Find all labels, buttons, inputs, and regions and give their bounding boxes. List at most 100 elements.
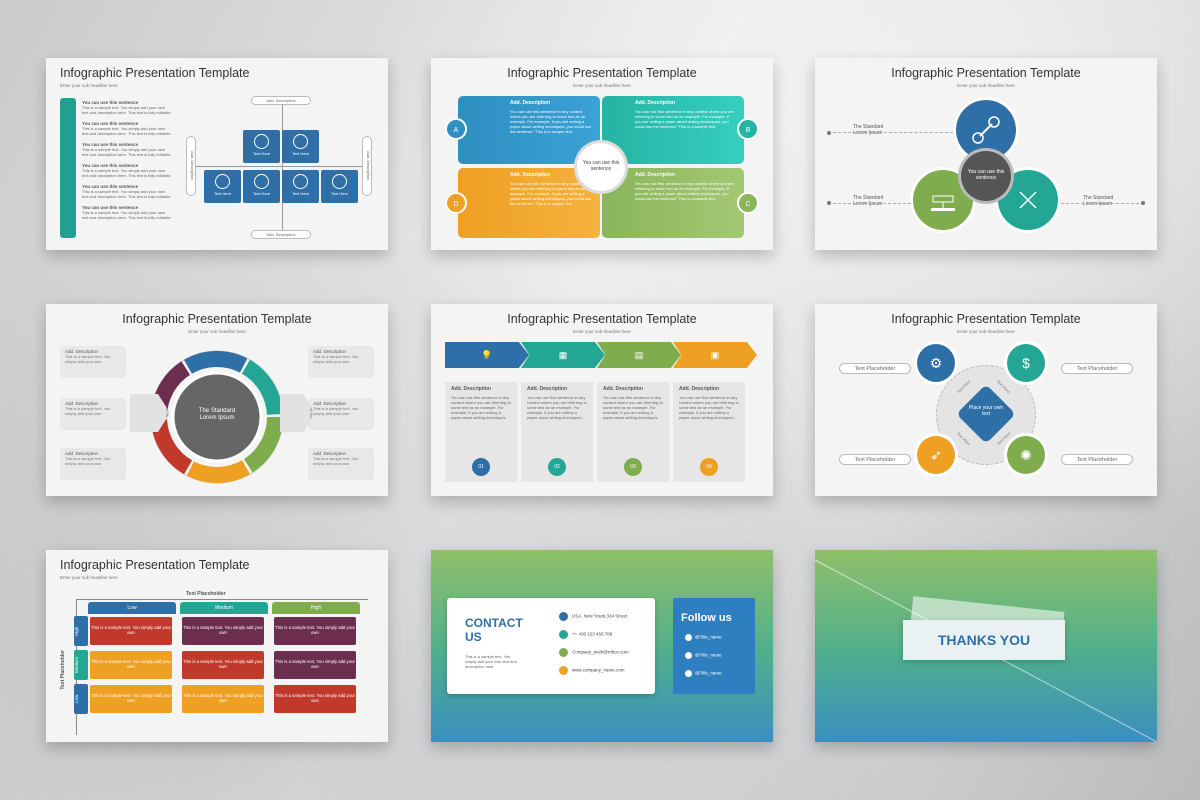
user-icon: [254, 174, 269, 189]
slide-subtitle: Enter your sub headline here: [60, 83, 118, 88]
step-number: 01: [472, 458, 490, 476]
slide-title: Infographic Presentation Template: [60, 66, 250, 80]
matrix-cell[interactable]: This is a sample text. You simply add yo…: [274, 617, 356, 645]
letter-c: C: [737, 192, 759, 214]
slide-2-quadrants[interactable]: Infographic Presentation Template Enter …: [431, 58, 773, 250]
matrix-cell[interactable]: This is a sample text. You simply add yo…: [90, 685, 172, 713]
center-circle: You can use this sentence: [577, 143, 625, 191]
matrix-cell[interactable]: This is a sample text. You simply add yo…: [90, 617, 172, 645]
link-icon: [972, 116, 1000, 144]
text-placeholder-bl[interactable]: Text Placeholder: [839, 454, 911, 465]
user-icon: [254, 134, 269, 149]
network-icon: [931, 195, 955, 211]
row-header-low: Low: [74, 684, 88, 714]
org-box[interactable]: Text Here: [243, 130, 280, 163]
user-icon: [293, 174, 308, 189]
text-placeholder-br[interactable]: Text Placeholder: [1061, 454, 1133, 465]
thanks-text: THANKS YOU: [937, 632, 1031, 648]
briefcase-icon: ▣: [710, 350, 720, 360]
desc-pill-right: Add. Description: [362, 136, 372, 196]
slide-subtitle: Enter your sub headline here: [957, 83, 1015, 88]
slide-title: Infographic Presentation Template: [507, 66, 697, 80]
step-arrow-4: ▣: [673, 342, 757, 368]
email-icon: [559, 648, 568, 657]
desc-pill-left: Add. Description: [186, 136, 196, 196]
col-header-medium: Medium: [180, 602, 268, 614]
step-arrow-1: 💡: [445, 342, 529, 368]
text-placeholder-tr[interactable]: Text Placeholder: [1061, 363, 1133, 374]
org-box[interactable]: Text Here: [321, 170, 358, 203]
contact-address: USA, New Yourk,334 Street: [559, 612, 627, 621]
slide-9-thanks[interactable]: THANKS YOU: [815, 550, 1157, 742]
social-facebook[interactable]: @Title_name: [685, 652, 722, 659]
money-icon: $: [1007, 344, 1045, 382]
thanks-card: [903, 620, 1065, 660]
contact-title: CONTACT US: [465, 616, 523, 644]
text-placeholder-tl[interactable]: Text Placeholder: [839, 363, 911, 374]
gear-icon: ⚙: [917, 344, 955, 382]
cycle-center-text: The Standard Lorem Ipsum: [198, 408, 236, 421]
slide-1-hierarchy[interactable]: Infographic Presentation Template Enter …: [46, 58, 388, 250]
slide-6-hub[interactable]: Infographic Presentation Template Enter …: [815, 304, 1157, 496]
desc-pill-bottom: Add. Description: [251, 230, 311, 239]
scissors-icon: [1019, 191, 1037, 209]
slide-title: Infographic Presentation Template: [507, 312, 697, 326]
matrix-cell[interactable]: This is a sample text. You simply add yo…: [274, 651, 356, 679]
matrix-cell[interactable]: This is a sample text. You simply add yo…: [274, 685, 356, 713]
social-instagram[interactable]: @Title_name: [685, 634, 722, 641]
center-circle: You can use this sentence: [961, 151, 1011, 201]
slide-subtitle: Enter your sub headline here: [188, 329, 246, 334]
org-box[interactable]: Text Here: [282, 130, 319, 163]
contact-phone: ++ 436 123 456 789: [559, 630, 612, 639]
slide-7-matrix[interactable]: Infographic Presentation Template Enter …: [46, 550, 388, 742]
contact-card: [447, 598, 655, 694]
letter-b: B: [737, 118, 759, 140]
slide-4-cycle[interactable]: Infographic Presentation Template Enter …: [46, 304, 388, 496]
circle-blue: [956, 100, 1016, 160]
row-header-medium: Medium: [74, 650, 88, 680]
user-icon: [293, 134, 308, 149]
slide-title: Infographic Presentation Template: [891, 66, 1081, 80]
contact-web[interactable]: www.company_name.com: [559, 666, 625, 675]
phone-icon: [559, 630, 568, 639]
slide-8-contact[interactable]: CONTACT US This is a sample text. You si…: [431, 550, 773, 742]
step-arrow-2: ▦: [521, 342, 605, 368]
matrix-cell[interactable]: This is a sample text. You simply add yo…: [182, 617, 264, 645]
lightbulb-icon: 💡: [481, 350, 493, 360]
letter-d: D: [445, 192, 467, 214]
org-box[interactable]: Text Here: [282, 170, 319, 203]
col-header-high: High: [272, 602, 360, 614]
hub-center-text: Place your own text: [968, 405, 1004, 417]
twitter-icon: [685, 670, 692, 677]
facebook-icon: [685, 652, 692, 659]
step-number: 03: [624, 458, 642, 476]
matrix-cell[interactable]: This is a sample text. You simply add yo…: [182, 685, 264, 713]
label-standard-left: The Standard Lorem Ipsum: [853, 195, 884, 207]
matrix-cell[interactable]: This is a sample text. You simply add yo…: [182, 651, 264, 679]
slide-3-venn[interactable]: Infographic Presentation Template Enter …: [815, 58, 1157, 250]
slide-title: Infographic Presentation Template: [891, 312, 1081, 326]
slide-subtitle: Enter your sub headline here: [957, 329, 1015, 334]
contact-email[interactable]: Company_work@mbox.com: [559, 648, 629, 657]
org-box[interactable]: Text Here: [204, 170, 241, 203]
org-box[interactable]: Text Here: [243, 170, 280, 203]
globe-icon: [559, 666, 568, 675]
slide-5-process[interactable]: Infographic Presentation Template Enter …: [431, 304, 773, 496]
matrix-cell[interactable]: This is a sample text. You simply add yo…: [90, 651, 172, 679]
slide-subtitle: Enter your sub headline here: [573, 329, 631, 334]
social-twitter[interactable]: @Title_name: [685, 670, 722, 677]
presentation-icon: ▦: [558, 350, 568, 360]
